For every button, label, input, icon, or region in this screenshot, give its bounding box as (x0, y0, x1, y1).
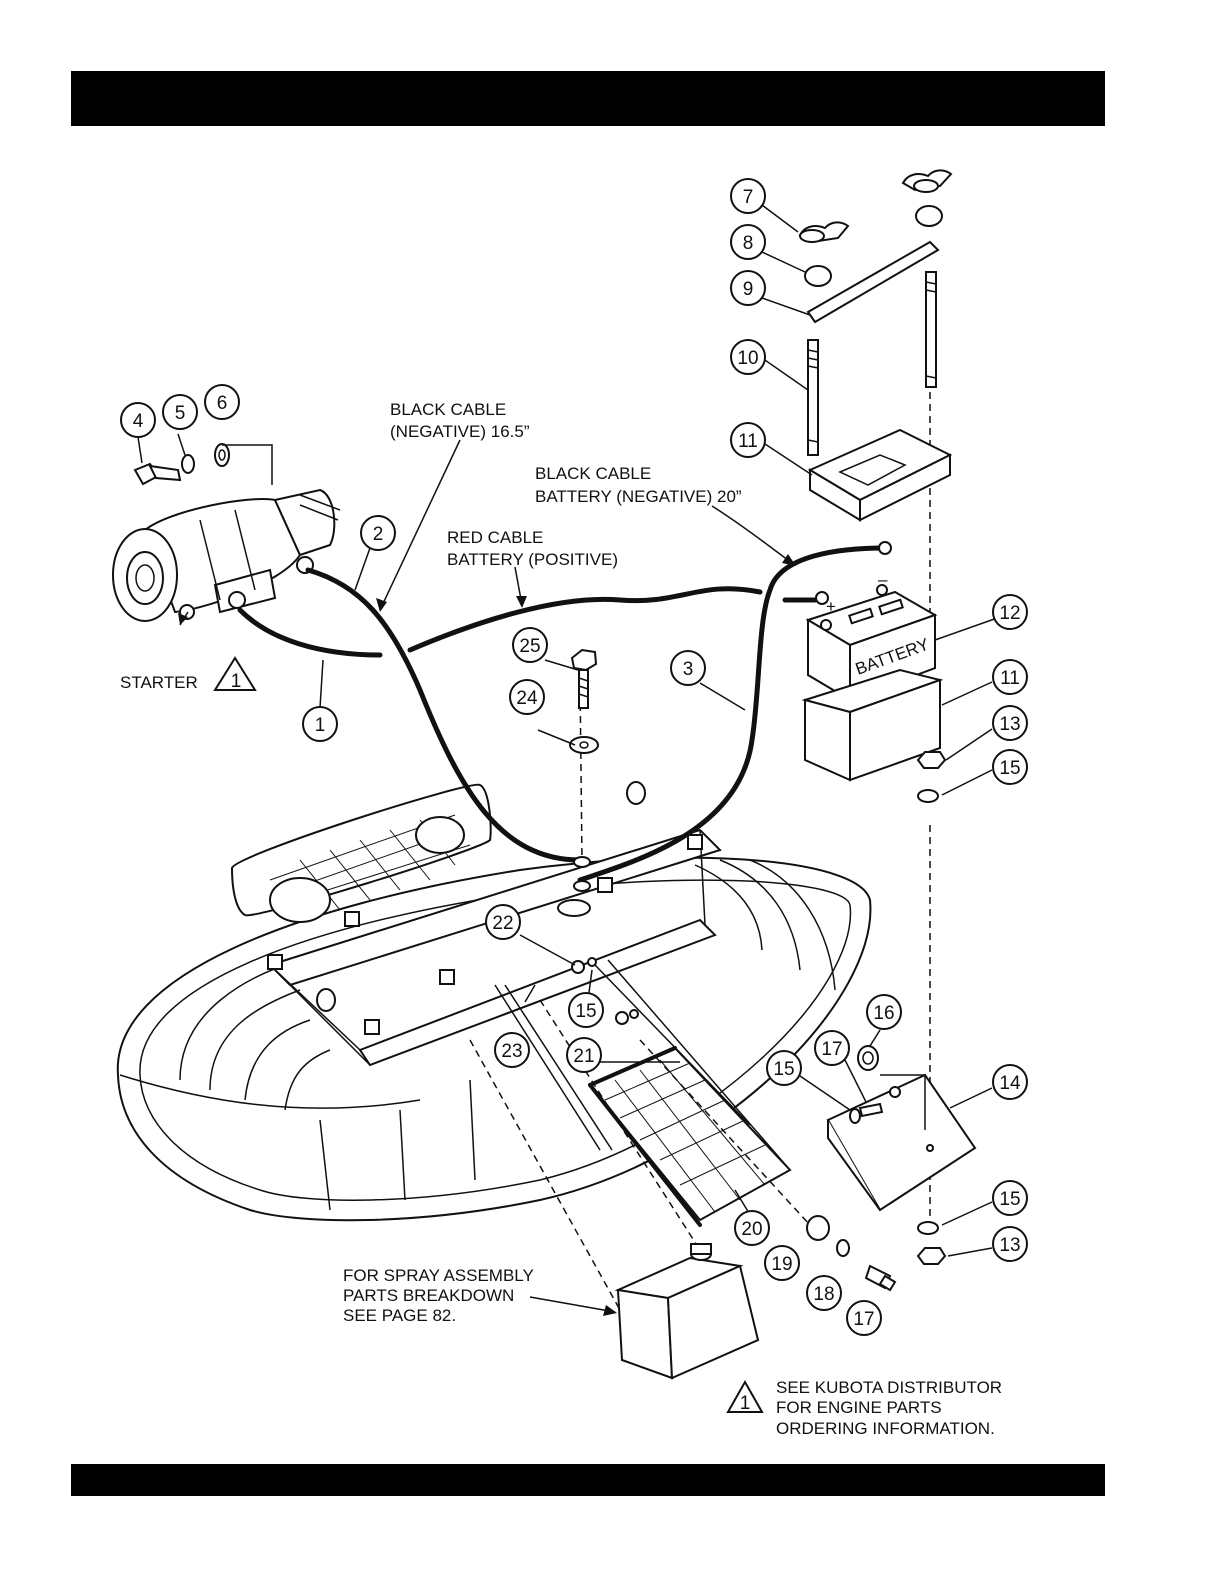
label-starter: STARTER (120, 673, 198, 692)
callout-4: 4 (133, 411, 144, 432)
cable-3 (577, 545, 888, 883)
warning-triangle-note: 1 (726, 1379, 764, 1414)
callout-3: 3 (683, 659, 694, 680)
callout-25: 25 (519, 636, 540, 657)
label-red-cable-2: BATTERY (POSITIVE) (447, 550, 618, 569)
callout-1: 1 (315, 715, 326, 736)
label-black-cable-negative-2: (NEGATIVE) 16.5” (390, 422, 530, 441)
battery-minus: – (878, 570, 888, 589)
basket (230, 783, 492, 923)
cables (237, 541, 892, 892)
callout-15-top: 15 (999, 758, 1020, 779)
cable-1 (237, 607, 383, 658)
battery-hold-down (798, 169, 953, 456)
battery-plus: + (826, 597, 836, 616)
warning-triangle-number: 1 (231, 671, 242, 692)
battery-top-tray (807, 428, 953, 522)
callout-20: 20 (741, 1219, 762, 1240)
battery-tray (801, 668, 944, 782)
starter-motor (112, 488, 341, 622)
footer-bar (71, 1464, 1105, 1496)
callout-9: 9 (743, 279, 754, 300)
callout-2: 2 (373, 524, 384, 545)
label-red-cable-1: RED CABLE (447, 528, 543, 547)
warning-triangle-note-number: 1 (740, 1393, 751, 1414)
note-line-1: SEE KUBOTA DISTRIBUTOR (776, 1378, 1002, 1397)
bolt-25-washer-24 (569, 648, 599, 754)
callout-5: 5 (175, 403, 186, 424)
label-black-cable-battery-1: BLACK CABLE (535, 464, 651, 483)
callout-16: 16 (873, 1003, 894, 1024)
label-spray-2: PARTS BREAKDOWN (343, 1286, 514, 1305)
callout-8: 8 (743, 233, 754, 254)
callout-10: 10 (737, 348, 758, 369)
callout-17-lower: 17 (853, 1309, 874, 1330)
label-spray-1: FOR SPRAY ASSEMBLY (343, 1266, 534, 1285)
callout-23: 23 (501, 1041, 522, 1062)
arrowheads (178, 554, 796, 1316)
hardware-4-5-6 (133, 443, 273, 486)
label-black-cable-battery-2: BATTERY (NEGATIVE) 20” (535, 487, 742, 506)
red-cable (407, 586, 763, 653)
callout-15-center: 15 (575, 1001, 596, 1022)
screen-mesh (494, 959, 792, 1227)
note-line-3: ORDERING INFORMATION. (776, 1419, 995, 1438)
callout-24: 24 (516, 688, 538, 709)
callout-13-bottom: 13 (999, 1235, 1020, 1256)
callout-15-bracket: 15 (773, 1059, 794, 1080)
callout-13-top: 13 (999, 714, 1020, 735)
header-bar (71, 71, 1105, 126)
callout-11-top: 11 (738, 431, 758, 452)
callout-6: 6 (217, 393, 228, 414)
cable-2 (305, 567, 583, 863)
leader-lines (137, 204, 1001, 1313)
spray-tank (614, 1243, 760, 1380)
callouts: 7 8 9 10 11 12 11 13 15 4 5 6 2 1 25 24 … (120, 178, 1028, 1336)
battery-bracket-14 (826, 1073, 977, 1212)
callout-17-upper: 17 (821, 1039, 842, 1060)
label-spray-3: SEE PAGE 82. (343, 1306, 456, 1325)
callout-12: 12 (999, 603, 1020, 624)
callout-7: 7 (743, 187, 754, 208)
callout-15-bottom: 15 (999, 1189, 1020, 1210)
callout-19: 19 (771, 1254, 792, 1275)
warning-triangle-starter: 1 (213, 656, 257, 692)
note-line-2: FOR ENGINE PARTS (776, 1398, 942, 1417)
callout-18: 18 (813, 1284, 834, 1305)
nuts-and-washers (571, 751, 947, 1292)
callout-14: 14 (999, 1073, 1021, 1094)
callout-21: 21 (573, 1046, 594, 1067)
callout-22: 22 (492, 913, 513, 934)
label-black-cable-negative-1: BLACK CABLE (390, 400, 506, 419)
callout-11-tray: 11 (1000, 668, 1020, 689)
